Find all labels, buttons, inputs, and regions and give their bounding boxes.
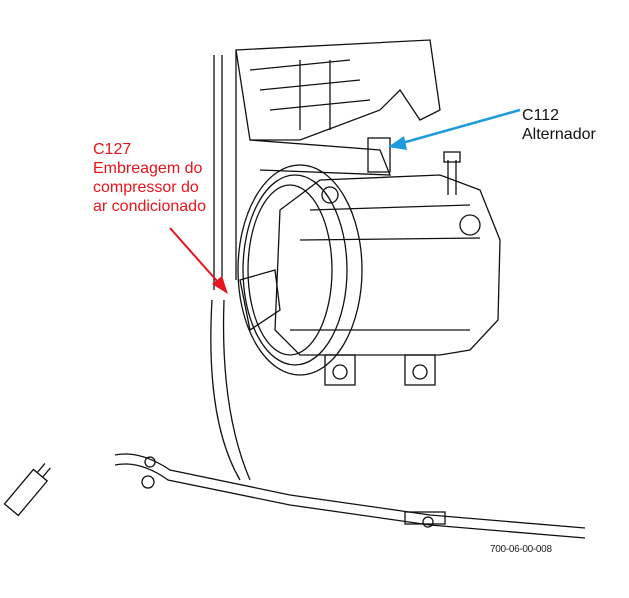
belt-bracket bbox=[210, 50, 251, 481]
c112-callout: C112 Alternador bbox=[522, 106, 596, 144]
c127-arrowhead bbox=[212, 276, 228, 294]
c127-arrow bbox=[169, 227, 226, 291]
connector-detail bbox=[3, 463, 51, 517]
c127-line: compressor do bbox=[93, 179, 199, 196]
c112-arrowhead bbox=[388, 136, 407, 150]
c112-code: C112 bbox=[522, 107, 560, 124]
c112-arrow bbox=[394, 108, 521, 147]
pulley bbox=[237, 164, 363, 376]
refrigerant-lines bbox=[114, 453, 586, 539]
compressor-body bbox=[239, 151, 501, 386]
c127-line: Embreagem do bbox=[93, 160, 203, 177]
alternator bbox=[235, 39, 441, 176]
c127-code: C127 bbox=[93, 141, 132, 158]
figure-id: 700-06-00-008 bbox=[490, 544, 552, 555]
c127-line: ar condicionado bbox=[93, 198, 206, 215]
c112-line: Alternador bbox=[522, 126, 596, 143]
c127-callout: C127 Embreagem do compressor do ar condi… bbox=[93, 140, 206, 216]
